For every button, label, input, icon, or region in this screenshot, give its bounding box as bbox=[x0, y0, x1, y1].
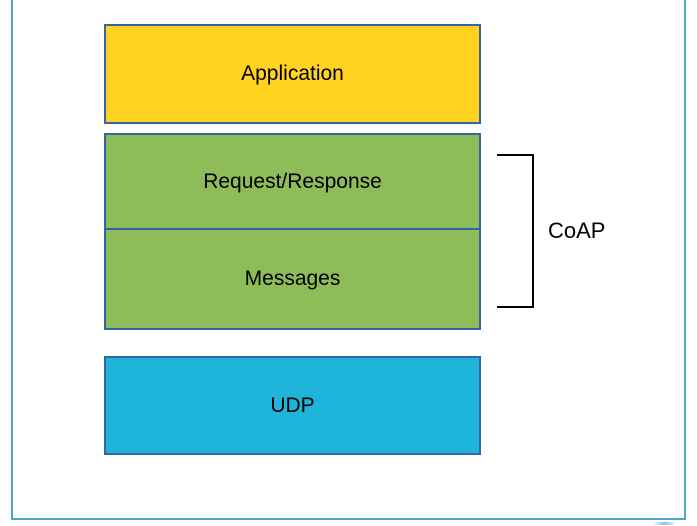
layer-messages: Messages bbox=[106, 230, 479, 328]
layer-udp-label: UDP bbox=[270, 393, 315, 417]
bottom-edge-artifact bbox=[654, 522, 674, 525]
layer-udp: UDP bbox=[104, 356, 481, 455]
layer-messages-label: Messages bbox=[244, 267, 341, 291]
layer-request-response-label: Request/Response bbox=[203, 169, 382, 193]
coap-bracket-label: CoAP bbox=[548, 218, 606, 243]
layer-coap-group: Request/Response Messages bbox=[104, 133, 481, 330]
coap-bracket bbox=[497, 154, 534, 308]
layer-application-label: Application bbox=[241, 62, 344, 86]
layer-request-response: Request/Response bbox=[106, 135, 479, 230]
layer-application: Application bbox=[104, 24, 481, 124]
